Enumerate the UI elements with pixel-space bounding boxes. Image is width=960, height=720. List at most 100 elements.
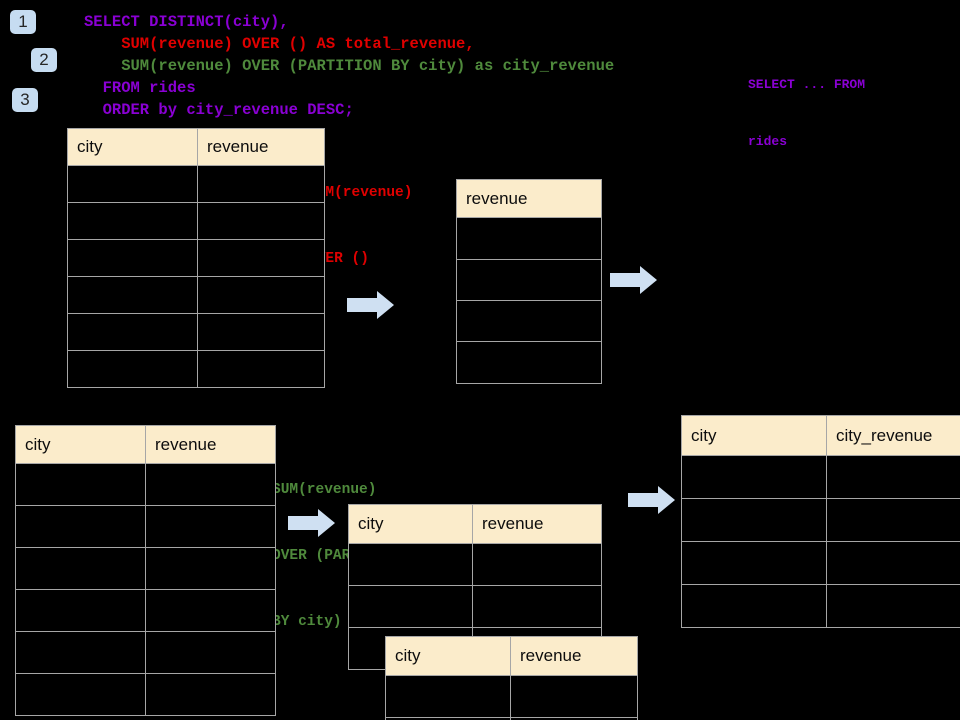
table-row xyxy=(15,631,276,674)
table-total-revenue-header-row: revenue xyxy=(456,179,602,218)
table-cell xyxy=(67,239,198,277)
table-cell xyxy=(472,543,602,586)
table-cell xyxy=(456,259,602,301)
table-partition-back-header-row: city revenue xyxy=(348,504,602,544)
table-row xyxy=(67,202,325,240)
side-note-line-2: rides xyxy=(748,134,788,149)
step-badge-2-label: 2 xyxy=(39,50,49,69)
table-cell xyxy=(826,584,960,628)
table-partition-front-col-revenue: revenue xyxy=(510,636,638,676)
table-row xyxy=(15,589,276,632)
table-cell xyxy=(681,584,827,628)
table-row xyxy=(385,675,638,718)
table-row xyxy=(67,276,325,314)
table-cell xyxy=(197,202,325,240)
annotation-sum-over-partition-line-1: SUM(revenue) xyxy=(272,482,377,498)
sql-line-sum-over-empty: SUM(revenue) OVER () AS total_revenue, xyxy=(84,35,475,53)
table-cell xyxy=(348,543,473,586)
arrow-total-to-result xyxy=(610,265,658,295)
table-total-revenue-col-revenue: revenue xyxy=(456,179,602,218)
table-row xyxy=(67,165,325,203)
table-source-bottom-col-revenue: revenue xyxy=(145,425,276,464)
table-source-bottom-col-city: city xyxy=(15,425,146,464)
table-cell xyxy=(15,631,146,674)
table-cell xyxy=(197,239,325,277)
table-cell xyxy=(456,300,602,342)
table-row xyxy=(681,541,960,585)
step-badge-3-label: 3 xyxy=(20,90,30,109)
sql-line-sum-over-partition: SUM(revenue) OVER (PARTITION BY city) as… xyxy=(84,57,615,75)
table-row xyxy=(456,341,602,384)
table-cell xyxy=(145,547,276,590)
table-cell xyxy=(197,350,325,388)
table-row xyxy=(67,239,325,277)
table-cell xyxy=(15,463,146,506)
table-cell xyxy=(145,631,276,674)
table-cell xyxy=(510,717,638,720)
table-cell xyxy=(145,589,276,632)
table-partition-front-col-city: city xyxy=(385,636,511,676)
table-cell xyxy=(348,585,473,628)
table-cell xyxy=(145,505,276,548)
table-result: city city_revenue xyxy=(681,415,960,628)
table-row xyxy=(681,455,960,499)
table-cell xyxy=(472,585,602,628)
arrow-source-to-partition xyxy=(288,508,336,538)
sql-line-select: SELECT DISTINCT(city), xyxy=(84,13,289,31)
table-row xyxy=(15,505,276,548)
table-cell xyxy=(145,463,276,506)
table-cell xyxy=(197,276,325,314)
table-cell xyxy=(681,498,827,542)
table-result-header-row: city city_revenue xyxy=(681,415,960,456)
table-source-bottom: city revenue xyxy=(15,425,276,716)
arrow-source-to-total xyxy=(347,290,395,320)
table-source-bottom-header-row: city revenue xyxy=(15,425,276,464)
table-cell xyxy=(681,455,827,499)
table-total-revenue: revenue xyxy=(456,179,602,384)
table-partition-front: city revenue xyxy=(385,636,638,720)
table-row xyxy=(681,584,960,628)
table-result-col-city-revenue: city_revenue xyxy=(826,415,960,456)
table-cell xyxy=(67,313,198,351)
table-row xyxy=(681,498,960,542)
table-source-top-header-row: city revenue xyxy=(67,128,325,166)
table-row xyxy=(67,350,325,388)
side-note-line-1: SELECT ... FROM xyxy=(748,77,866,92)
table-cell xyxy=(826,498,960,542)
table-source-top: city revenue xyxy=(67,128,325,388)
step-badge-3[interactable]: 3 xyxy=(12,88,38,112)
table-cell xyxy=(145,673,276,716)
step-badge-1[interactable]: 1 xyxy=(10,10,36,34)
arrow-partition-to-result xyxy=(628,485,676,515)
table-row xyxy=(456,300,602,342)
table-row xyxy=(348,543,602,586)
table-row xyxy=(348,585,602,628)
table-row xyxy=(67,313,325,351)
table-cell xyxy=(826,455,960,499)
table-result-col-city: city xyxy=(681,415,827,456)
table-row xyxy=(15,547,276,590)
table-cell xyxy=(15,673,146,716)
table-cell xyxy=(67,165,198,203)
table-cell xyxy=(510,675,638,718)
table-row xyxy=(15,463,276,506)
table-row xyxy=(15,673,276,716)
step-badge-2[interactable]: 2 xyxy=(31,48,57,72)
table-cell xyxy=(15,547,146,590)
table-cell xyxy=(67,276,198,314)
side-note-select-from: SELECT ... FROM rides xyxy=(748,37,865,189)
sql-line-order-by: ORDER by city_revenue DESC; xyxy=(84,101,354,119)
table-cell xyxy=(15,589,146,632)
annotation-sum-over-empty-line-1: SUM(revenue) xyxy=(308,185,413,201)
table-cell xyxy=(67,202,198,240)
table-cell xyxy=(197,165,325,203)
table-partition-front-header-row: city revenue xyxy=(385,636,638,676)
table-cell xyxy=(67,350,198,388)
table-row xyxy=(456,217,602,260)
table-partition-back: city revenue xyxy=(348,504,602,670)
table-cell xyxy=(15,505,146,548)
table-cell xyxy=(826,541,960,585)
table-partition-back-col-city: city xyxy=(348,504,473,544)
table-cell xyxy=(681,541,827,585)
